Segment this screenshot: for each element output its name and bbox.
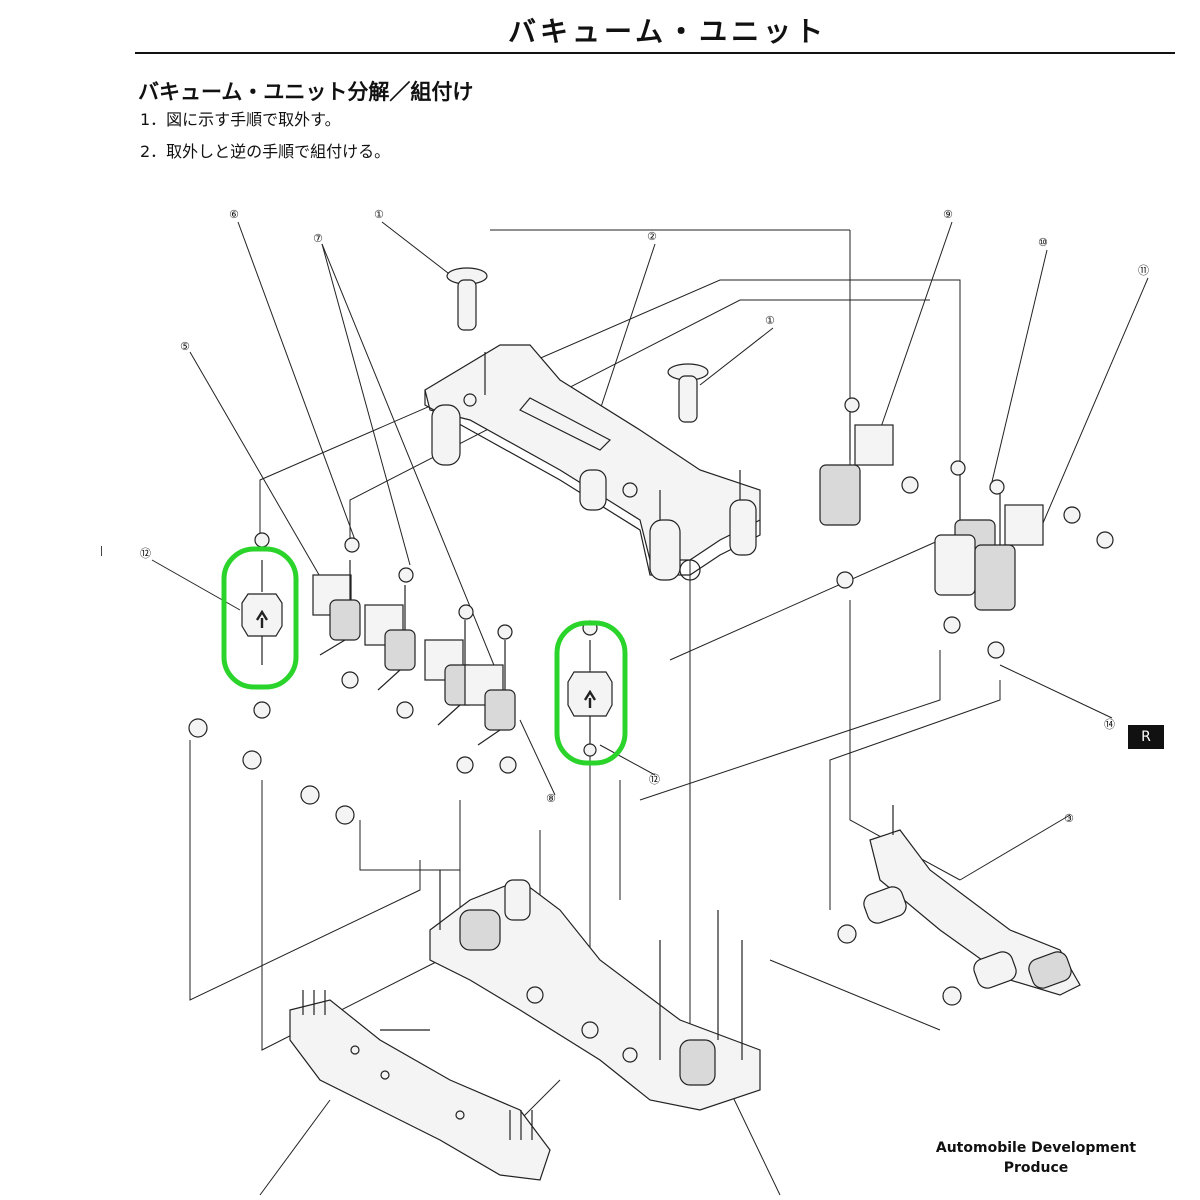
upper-bracket (424, 344, 761, 581)
callout-14: ⑭ (1104, 718, 1115, 731)
solenoid-valves (312, 410, 1114, 746)
footer-credit: Automobile Development Produce (926, 1138, 1146, 1178)
callout-1a: ① (374, 208, 384, 221)
callout-12a: ⑫ (140, 547, 151, 560)
callout-3: ③ (1064, 812, 1074, 825)
check-valve-left (241, 560, 283, 665)
title-rule (135, 52, 1175, 54)
step-2: 2．取外しと逆の手順で組付ける。 (140, 142, 391, 161)
callout-11: ⑪ (1138, 264, 1149, 277)
callout-8: ⑧ (546, 792, 556, 805)
margin-mark (101, 546, 102, 556)
plug-1a (446, 267, 488, 331)
section-title: バキューム・ユニット分解／組付け (138, 80, 474, 104)
section-tab-badge: R (1128, 725, 1164, 749)
callout-9: ⑨ (943, 208, 953, 221)
callout-6: ⑥ (229, 208, 239, 221)
callout-1b: ① (765, 314, 775, 327)
plug-1b (667, 363, 709, 423)
callout-12b: ⑫ (649, 773, 660, 786)
callout-7: ⑦ (313, 232, 323, 245)
fittings (188, 397, 1005, 1006)
footer-line-1: Automobile Development (935, 1140, 1137, 1156)
step-1: 1．図に示す手順で取外す。 (140, 110, 341, 129)
footer-line-2: Produce (1003, 1160, 1069, 1176)
callout-labels: ① ① ② ③ ⑤ ⑥ ⑦ ⑧ ⑨ ⑩ ⑪ ⑫ ⑫ ⑭ (140, 208, 1149, 825)
check-valve-right (567, 640, 613, 757)
lower-bracket (429, 870, 761, 1111)
right-bracket (863, 805, 1081, 996)
page-title: バキューム・ユニット (508, 15, 828, 48)
highlight-markers (221, 546, 628, 766)
left-bracket (289, 990, 551, 1181)
callout-2: ② (647, 230, 657, 243)
callout-5: ⑤ (180, 340, 190, 353)
callout-10: ⑩ (1038, 236, 1048, 249)
